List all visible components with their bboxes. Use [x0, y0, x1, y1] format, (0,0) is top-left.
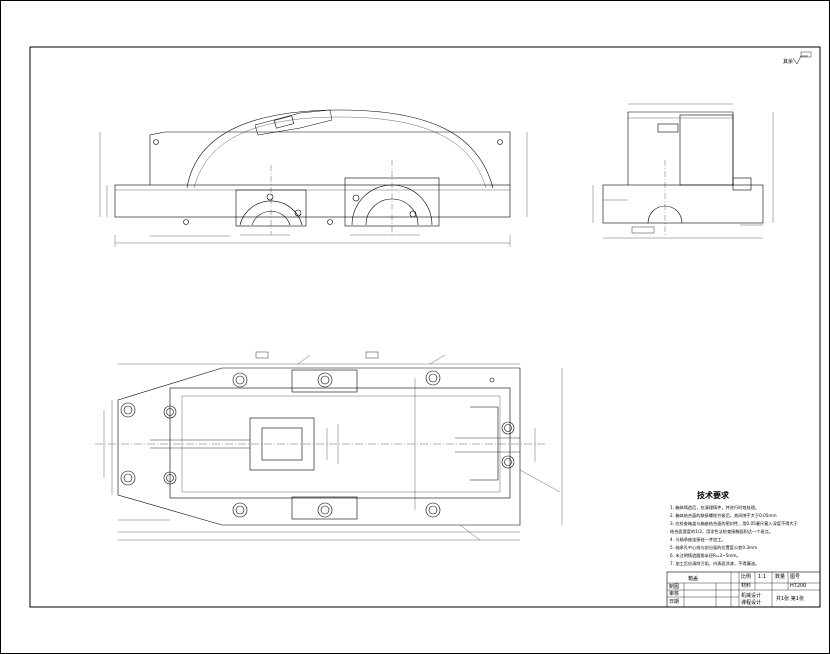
- top-view: [95, 351, 563, 541]
- part-name: 箱盖: [688, 575, 698, 582]
- tech-line-5: 4. 与轴承座连接处一并加工。: [670, 536, 726, 543]
- tb-course: 课程设计: [741, 599, 761, 606]
- tb-scale-value: 1:1: [758, 574, 766, 580]
- tech-line-6: 5. 轴承孔中心线与剖分面的位置度公差0.3mm: [670, 544, 757, 551]
- tb-row-date: 日期: [669, 599, 679, 605]
- title-block-text: 箱盖 比例 1:1 数量 图号 材料 HT200 制图 审核 日期 机械设计 课…: [669, 573, 806, 606]
- tb-material-value: HT200: [790, 583, 806, 589]
- tb-qty-label: 数量: [775, 573, 785, 580]
- tech-line-7: 6. 未注明铸造圆角半径R=3~5mm。: [670, 552, 741, 559]
- tb-school: 机械设计: [741, 592, 761, 599]
- title-block: [666, 571, 821, 608]
- roughness-symbol: 其余: [783, 51, 812, 65]
- tb-scale-label: 比例: [741, 573, 751, 580]
- tb-row-draw: 制图: [669, 583, 679, 590]
- tech-line-8: 7. 加工后应清除污垢，内表面涂漆，不得漏油。: [670, 560, 759, 567]
- front-view: [99, 109, 528, 247]
- drawing-border: [29, 46, 821, 608]
- roughness-note: 其余: [783, 58, 793, 65]
- technical-requirements: 技术要求 1. 箱体铸造后，应清理铸件，并进行时效处理。 2. 箱体结合面的联接…: [670, 490, 798, 567]
- side-view: [592, 103, 774, 239]
- tb-material-label: 材料: [741, 582, 751, 589]
- tb-drawing-no: 图号: [790, 574, 800, 580]
- tb-sheet: 共1张 第1张: [776, 595, 804, 602]
- tech-line-4: 结合面宽度的1/3，用涂色法检查接触面积达一个斑点。: [670, 528, 773, 535]
- tech-title: 技术要求: [697, 490, 730, 500]
- tech-line-2: 2. 箱体结合面的联接螺栓拧紧后，其间隙不大于0.05mm: [670, 512, 777, 519]
- tech-line-3: 3. 应检查箱盖与箱座结合面的密封性，用0.05塞尺塞入深度不得大于: [670, 520, 798, 527]
- tb-row-check: 审核: [669, 590, 679, 597]
- tech-line-1: 1. 箱体铸造后，应清理铸件，并进行时效处理。: [670, 504, 759, 511]
